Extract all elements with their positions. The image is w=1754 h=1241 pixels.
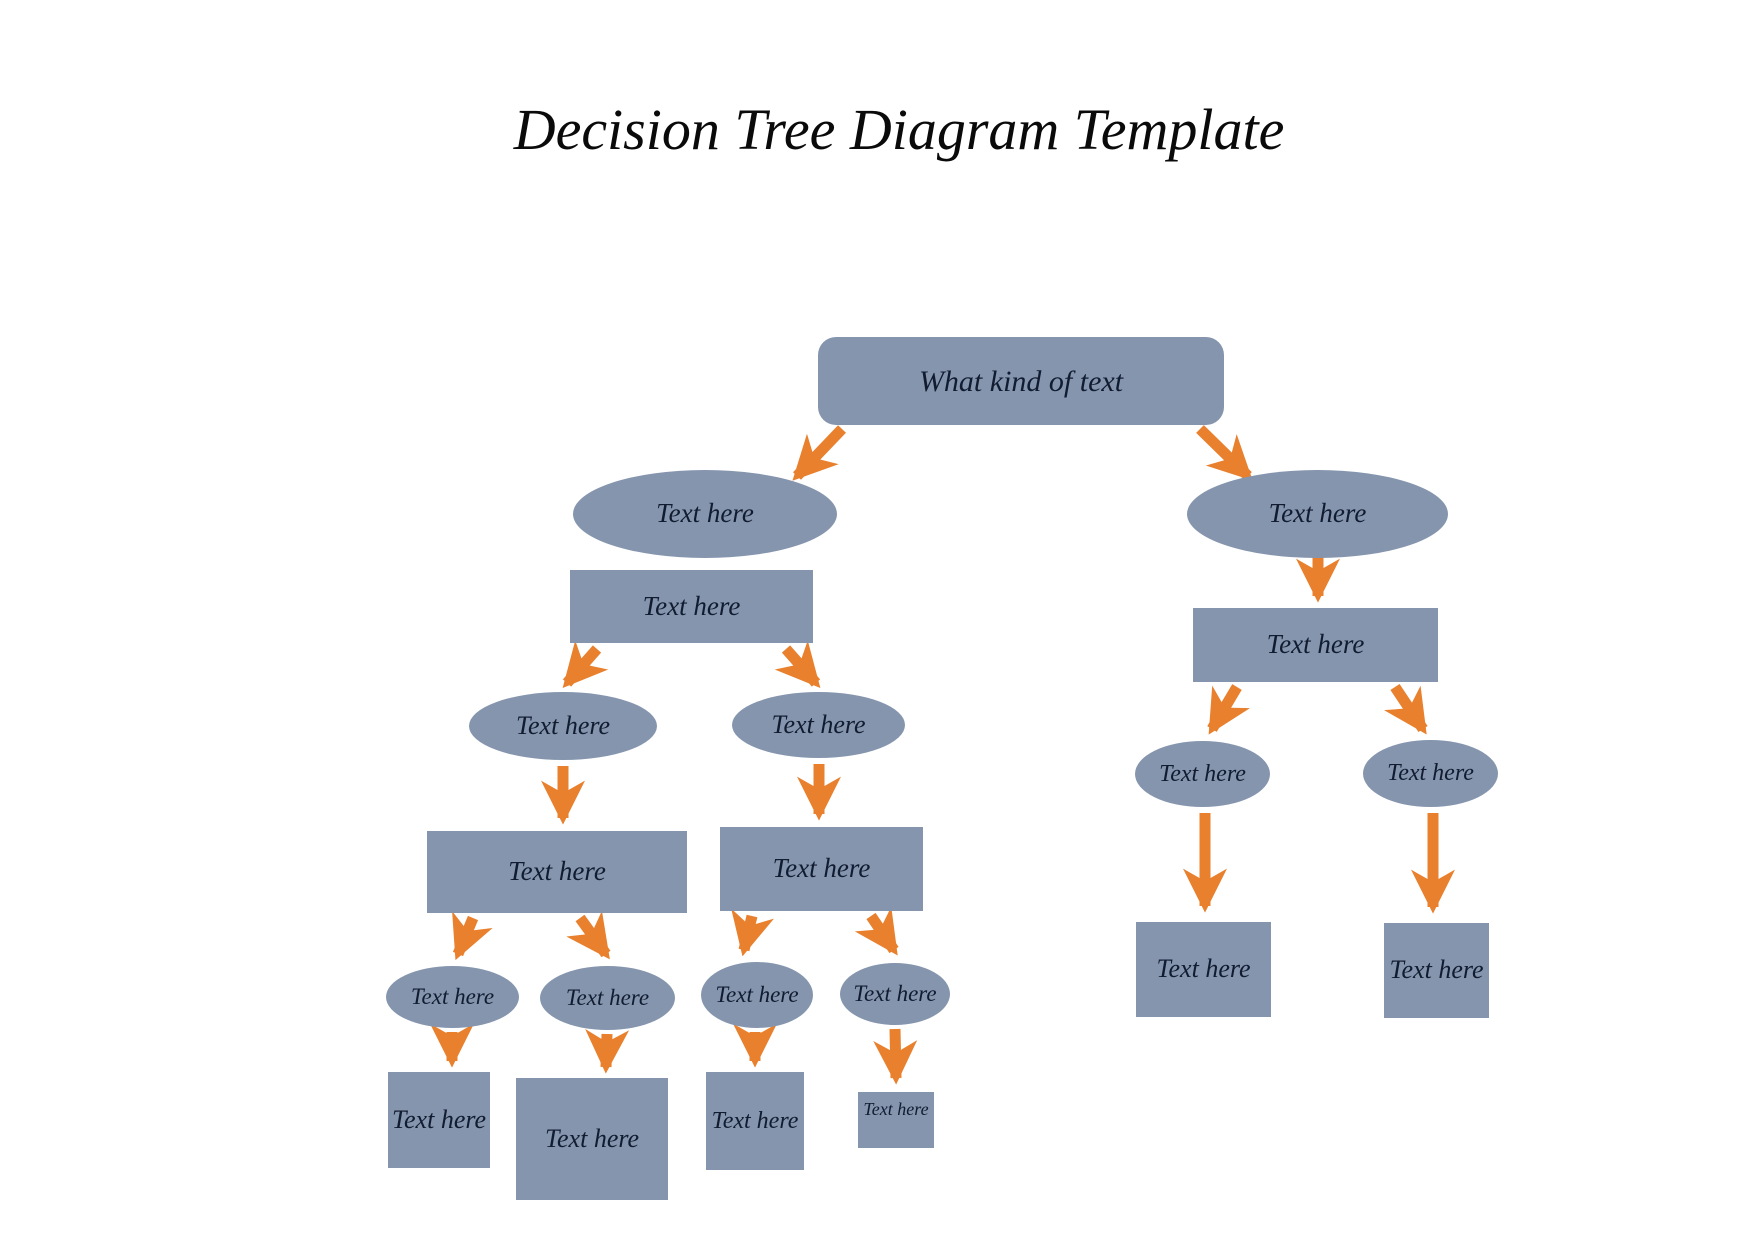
node-root[interactable]: What kind of text <box>818 337 1224 425</box>
node-l2-right[interactable]: Text here <box>1193 608 1438 682</box>
node-l3-right-right[interactable]: Text here <box>1363 740 1498 807</box>
node-label: Text here <box>391 1104 487 1134</box>
node-label: Text here <box>772 853 871 884</box>
node-l5-d[interactable]: Text here <box>840 963 950 1025</box>
arrow-root-to-l1-left <box>792 425 846 481</box>
node-l4-a[interactable]: Text here <box>427 831 687 913</box>
page-title: Decision Tree Diagram Template <box>513 97 1285 162</box>
node-l1-right[interactable]: Text here <box>1187 470 1448 558</box>
node-label: Text here <box>1389 955 1484 985</box>
node-label: Text here <box>565 985 650 1011</box>
node-l5-a[interactable]: Text here <box>386 966 519 1028</box>
arrow-l5d-to-l6d <box>873 1028 918 1085</box>
node-label: Text here <box>853 981 937 1007</box>
node-right-square-right[interactable]: Text here <box>1384 923 1489 1018</box>
node-label: Text here <box>1266 629 1365 660</box>
node-label: Text here <box>515 710 611 740</box>
arrow-root-to-l1-right <box>1196 425 1253 481</box>
node-l6-d[interactable]: Text here <box>858 1092 934 1148</box>
arrow-l4b-to-l5c <box>731 908 774 957</box>
node-label: Text here <box>544 1123 640 1153</box>
node-label: Text here <box>771 709 866 739</box>
node-label: Text here <box>642 590 741 621</box>
node-l1-left[interactable]: Text here <box>573 470 837 558</box>
node-label: Text here <box>1387 760 1474 787</box>
node-l2-left[interactable]: Text here <box>570 570 813 643</box>
node-label: Text here <box>656 498 754 529</box>
node-l6-c[interactable]: Text here <box>706 1072 804 1170</box>
arrow-l2left-to-l3ll <box>562 640 609 688</box>
arrow-l5b-to-l6b <box>585 1028 630 1074</box>
node-l3-left-right[interactable]: Text here <box>732 692 905 758</box>
node-label: Text here <box>711 1107 799 1134</box>
node-label: Text here <box>715 982 799 1008</box>
node-l5-c[interactable]: Text here <box>701 962 813 1028</box>
arrow-l4a-to-l5b <box>566 910 611 960</box>
node-root-label: What kind of text <box>918 364 1124 398</box>
node-label: Text here <box>1268 498 1367 529</box>
node-l3-right-left[interactable]: Text here <box>1135 741 1270 807</box>
node-l6-a[interactable]: Text here <box>388 1072 490 1168</box>
node-l6-b[interactable]: Text here <box>516 1078 668 1200</box>
arrow-l2right-to-l3rr <box>1383 683 1428 735</box>
node-label: Text here <box>508 856 606 887</box>
arrow-l2right-to-l3rl <box>1207 684 1251 735</box>
node-l3-left-left[interactable]: Text here <box>469 692 657 760</box>
arrow-l4b-to-l5d <box>854 906 899 956</box>
node-label: Text here <box>1159 760 1246 787</box>
node-label: Text here <box>410 984 495 1010</box>
node-l5-b[interactable]: Text here <box>540 966 675 1030</box>
arrow-l4a-to-l5a <box>452 911 493 961</box>
node-l4-b[interactable]: Text here <box>720 827 923 911</box>
node-label: Text here <box>1156 954 1251 984</box>
arrow-l2left-to-l3lr <box>774 640 821 688</box>
node-label: Text here <box>863 1099 929 1119</box>
node-right-square-left[interactable]: Text here <box>1136 922 1271 1017</box>
